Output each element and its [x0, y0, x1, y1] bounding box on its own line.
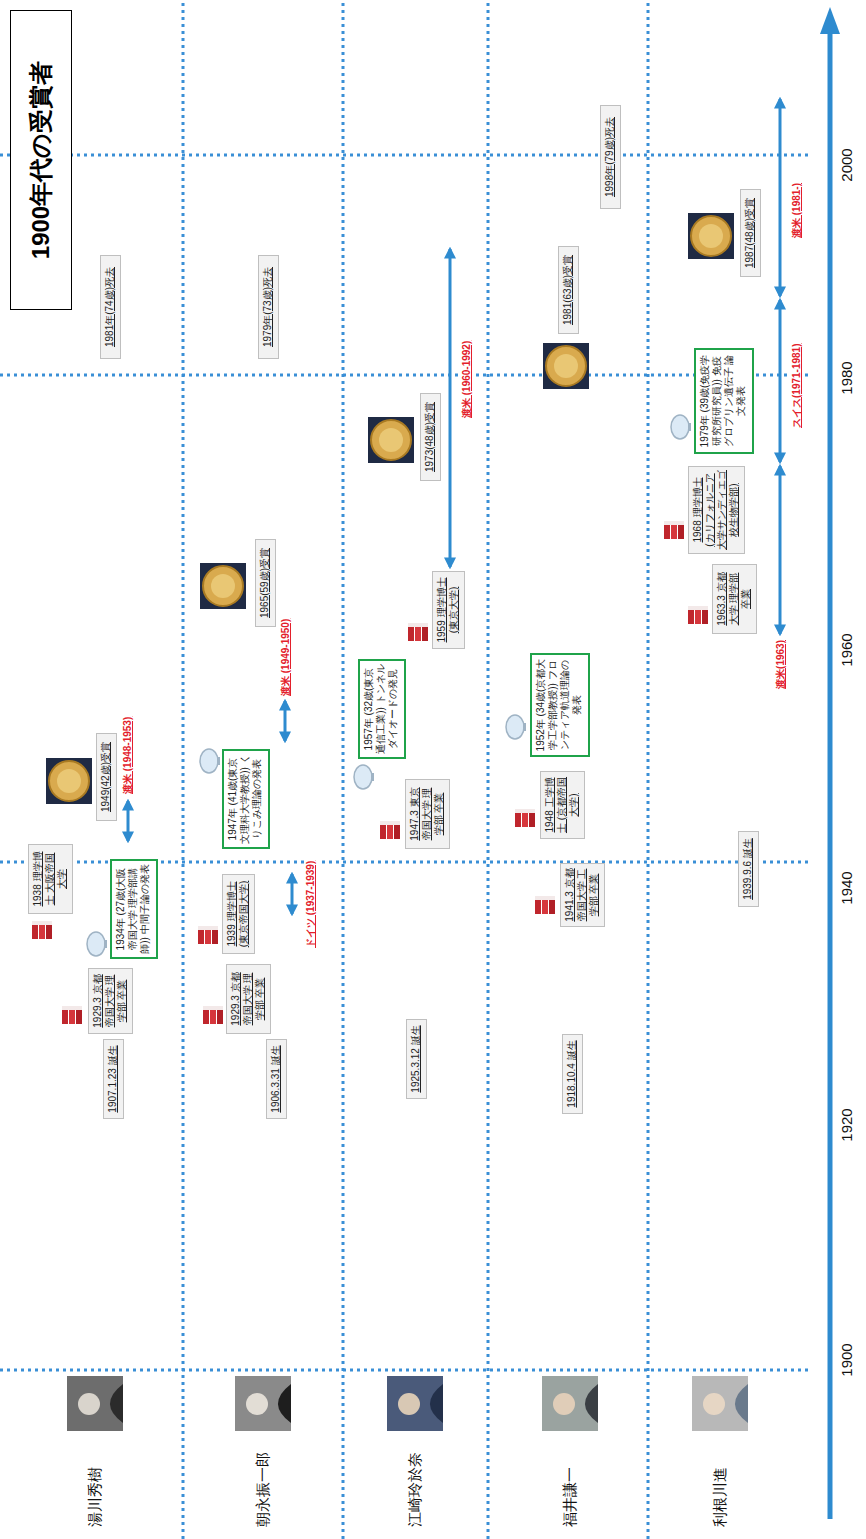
box-text: 1981(63歳)受賞 — [562, 250, 574, 330]
event-box: 1918.10.4 誕生 — [562, 1034, 583, 1114]
event-box: 1941.3 京都帝国大学 工学部 卒業 — [560, 863, 605, 927]
discovery-box: 1957年 (32歳(東京通信工業)) トンネルダイオードの発見 — [358, 659, 406, 759]
grid-lines — [0, 0, 810, 1539]
discovery-box: 1952年 (34歳(京都大学工学部教授)) フロンティア軌道理論の発表 — [530, 653, 590, 757]
box-text: 1947.3 東京帝国大学 理学部 卒業 — [409, 783, 445, 845]
event-box: 1925.3.12 誕生 — [406, 1019, 427, 1099]
person-name: 湯川秀樹 — [86, 1467, 105, 1527]
box-text: 1968 理学博士 (カリフォルニア大学サンディエゴ校生物学部) — [692, 470, 740, 550]
event-box: 1938 理学博士 大阪帝国大学 — [28, 844, 73, 914]
box-text: 1979年 (39歳(免疫学研究所研究員)) 免疫グロブリン遺伝子 論文発表 — [699, 353, 747, 449]
box-text: 1952年 (34歳(京都大学工学部教授)) フロンティア軌道理論の発表 — [535, 658, 583, 752]
box-text: 1939.9.6 誕生 — [742, 835, 754, 903]
box-text: 1973(48歳)受賞 — [424, 397, 436, 477]
box-text: 1906.3.31 誕生 — [270, 1043, 282, 1115]
event-box: 1929.3 京都帝国大学 理学部 卒業 — [88, 968, 133, 1034]
event-box: 1981(63歳)受賞 — [558, 246, 579, 334]
axis-year: 1940 — [838, 871, 855, 904]
box-text: 1929.3 京都帝国大学 理学部 卒業 — [230, 968, 266, 1030]
person-name: 利根川進 — [711, 1467, 730, 1527]
event-box: 1929.3 京都帝国大学 理学部 卒業 — [226, 964, 271, 1034]
event-box: 1906.3.31 誕生 — [266, 1039, 287, 1119]
box-text: 1959 理学博士 (東京大学) — [436, 575, 460, 645]
box-text: 1948 工学博士 (京都帝国大学) — [544, 775, 580, 835]
stay-period: 渡米 (1960-1992) — [460, 340, 474, 419]
event-box: 1907.1.23 誕生 — [103, 1039, 124, 1119]
period-arrows — [128, 99, 780, 914]
stay-period: 渡米 (1948-1953) — [121, 716, 135, 795]
discovery-box: 1934年 (27歳(大阪帝国大学 理学部講師)) 中間子論の発表 — [110, 859, 158, 959]
box-text: 1979年(73歳)死去 — [262, 259, 274, 355]
event-box: 1959 理学博士 (東京大学) — [432, 571, 465, 649]
box-text: 1949(42歳)受賞 — [100, 737, 112, 817]
nobel-medal-icons — [46, 213, 734, 804]
event-box: 1973(48歳)受賞 — [420, 393, 441, 481]
degree-book-icons — [32, 521, 708, 1024]
axis-year: 1900 — [838, 1343, 855, 1376]
time-axis — [820, 7, 840, 1519]
axis-year: 1960 — [838, 633, 855, 666]
box-text: 1987(48歳)受賞 — [744, 193, 756, 273]
box-text: 1963.3 京都大学 理学部 卒業 — [716, 568, 752, 630]
stay-period: スイス(1971-1981) — [790, 343, 804, 429]
event-box: 1963.3 京都大学 理学部 卒業 — [712, 564, 757, 634]
discovery-box: 1947年 (41歳(東京文理科大学教授)) くりこみ理論の発表 — [222, 749, 270, 849]
idea-bulb-icons — [87, 415, 691, 956]
event-box: 1949(42歳)受賞 — [96, 733, 117, 821]
portrait-photos — [67, 1376, 748, 1431]
event-box: 1979年(73歳)死去 — [258, 255, 279, 359]
slide-title: 1900年代の受賞者 — [10, 10, 72, 310]
box-text: 1925.3.12 誕生 — [410, 1023, 422, 1095]
box-text: 1957年 (32歳(東京通信工業)) トンネルダイオードの発見 — [363, 664, 399, 754]
box-text: 1981年(74歳)死去 — [104, 259, 116, 355]
event-box: 1948 工学博士 (京都帝国大学) — [540, 771, 585, 839]
box-text: 1941.3 京都帝国大学 工学部 卒業 — [564, 867, 600, 923]
stay-period: ドイツ (1937-1939) — [304, 860, 318, 949]
event-box: 1987(48歳)受賞 — [740, 189, 761, 277]
event-box: 1981年(74歳)死去 — [100, 255, 121, 359]
person-name: 福井謙一 — [561, 1467, 580, 1527]
event-box: 1947.3 東京帝国大学 理学部 卒業 — [405, 779, 450, 849]
box-text: 1998年(79歳)死去 — [604, 109, 616, 205]
event-box: 1965(59歳)受賞 — [255, 539, 276, 627]
box-text: 1965(59歳)受賞 — [259, 543, 271, 623]
event-box: 1998年(79歳)死去 — [600, 105, 621, 209]
event-box: 1968 理学博士 (カリフォルニア大学サンディエゴ校生物学部) — [688, 466, 745, 554]
stay-period: 渡米(1963) — [774, 639, 788, 690]
box-text: 1947年 (41歳(東京文理科大学教授)) くりこみ理論の発表 — [227, 754, 263, 844]
box-text: 1938 理学博士 大阪帝国大学 — [32, 848, 68, 910]
stay-period: 渡米 (1949-1950) — [279, 618, 293, 697]
axis-year: 2000 — [838, 148, 855, 181]
discovery-box: 1979年 (39歳(免疫学研究所研究員)) 免疫グロブリン遺伝子 論文発表 — [694, 348, 754, 454]
axis-year: 1980 — [838, 361, 855, 394]
event-box: 1939 理学博士 (東京帝国大学) — [222, 874, 255, 954]
stay-period: 渡米 (1981-) — [790, 182, 804, 239]
box-text: 1918.10.4 誕生 — [566, 1038, 578, 1110]
box-text: 1939 理学博士 (東京帝国大学) — [226, 878, 250, 950]
box-text: 1934年 (27歳(大阪帝国大学 理学部講師)) 中間子論の発表 — [115, 864, 151, 954]
event-box: 1939.9.6 誕生 — [738, 831, 759, 907]
person-name: 江崎玲於奈 — [406, 1452, 425, 1527]
box-text: 1907.1.23 誕生 — [107, 1043, 119, 1115]
person-name: 朝永振一郎 — [254, 1452, 273, 1527]
axis-year: 1920 — [838, 1108, 855, 1141]
box-text: 1929.3 京都帝国大学 理学部 卒業 — [92, 972, 128, 1030]
